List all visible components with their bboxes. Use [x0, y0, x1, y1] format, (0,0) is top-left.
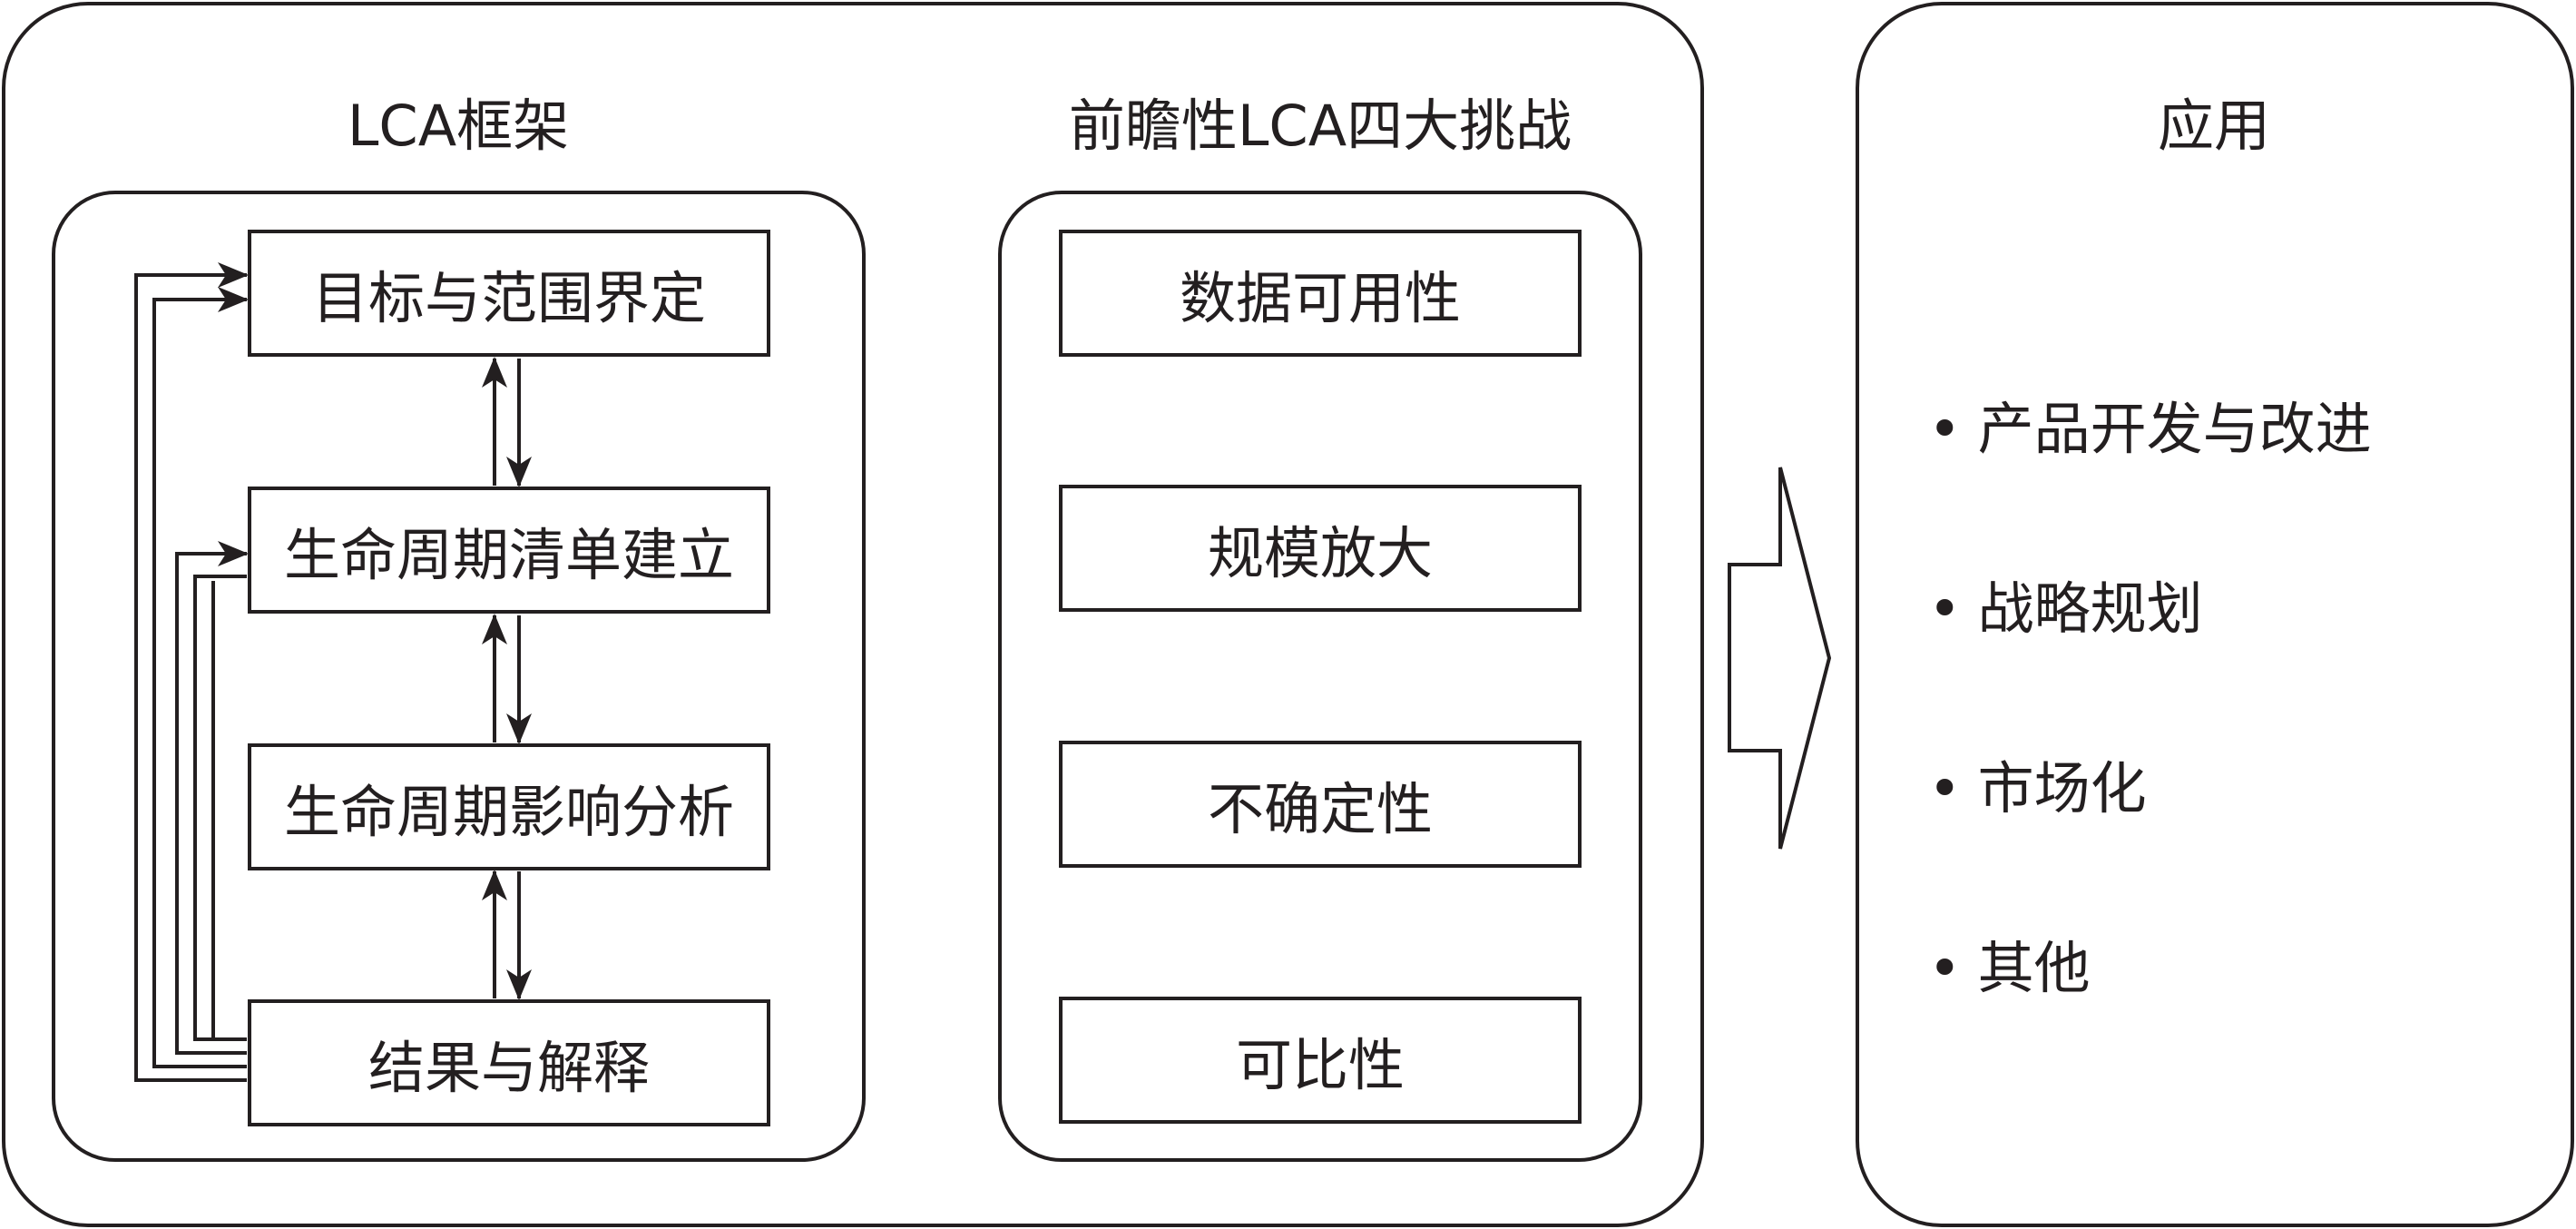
- application-item-marketization: •市场化: [1928, 761, 2147, 817]
- application-panel: [1856, 2, 2574, 1227]
- bullet-dot: •: [1928, 755, 1962, 821]
- step-interpretation: 结果与解释: [248, 999, 770, 1126]
- application-item-label: 市场化: [1977, 755, 2147, 821]
- application-item-strategy: •战略规划: [1928, 581, 2203, 637]
- challenge-uncertainty: 不确定性: [1059, 741, 1582, 868]
- application-item-product-dev: •产品开发与改进: [1928, 401, 2372, 457]
- challenge-scale-up: 规模放大: [1059, 485, 1582, 612]
- challenge-comparability: 可比性: [1059, 997, 1582, 1124]
- loop-innermost: [211, 581, 247, 1041]
- application-item-label: 其他: [1977, 935, 2091, 1001]
- application-item-label: 战略规划: [1977, 575, 2203, 642]
- application-title: 应用: [2157, 93, 2270, 159]
- loop-outer-2: [152, 287, 249, 1068]
- loop-to-inventory: [175, 541, 249, 1055]
- challenges-title: 前瞻性LCA四大挑战: [1068, 93, 1572, 159]
- step-inventory: 生命周期清单建立: [248, 487, 770, 614]
- bullet-dot: •: [1928, 396, 1962, 462]
- bullet-dot: •: [1928, 575, 1962, 642]
- challenge-data-availability: 数据可用性: [1059, 230, 1582, 357]
- step-goal-scope: 目标与范围界定: [248, 230, 770, 357]
- application-item-label: 产品开发与改进: [1977, 396, 2372, 462]
- bullet-dot: •: [1928, 935, 1962, 1001]
- loop-outer-to-goal: [134, 262, 249, 1082]
- lca-framework-title: LCA框架: [347, 93, 570, 159]
- application-item-other: •其他: [1928, 940, 2091, 997]
- step-impact-analysis: 生命周期影响分析: [248, 743, 770, 870]
